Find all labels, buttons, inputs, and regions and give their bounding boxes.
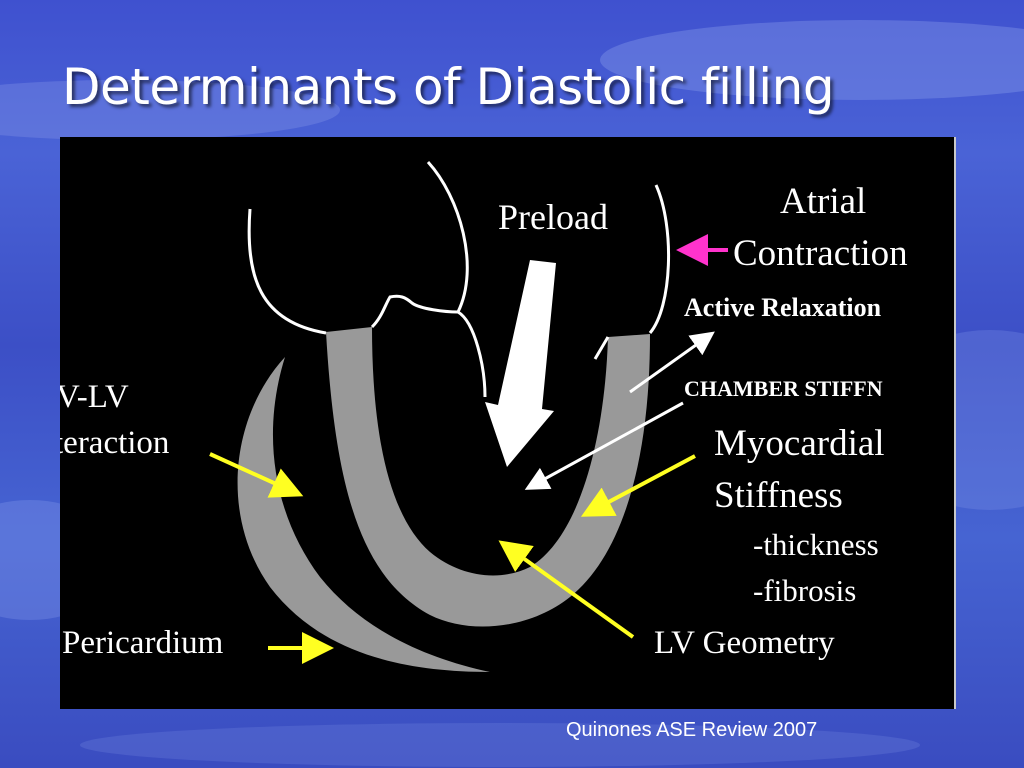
label-rvlv: V-LV — [60, 379, 129, 415]
label-pericardium: Pericardium — [62, 625, 224, 661]
label-atrial: Atrial — [780, 181, 867, 222]
rvlv-interaction-arrow — [209, 452, 304, 498]
active-relaxation-arrow — [629, 331, 715, 394]
atrial-outline-right — [648, 184, 671, 334]
label-stiffness: Stiffness — [714, 475, 843, 516]
diagram-panel: Preload Atrial Contraction Active Relaxa… — [60, 137, 956, 709]
label-active-relaxation: Active Relaxation — [684, 293, 882, 322]
label-interaction: teraction — [60, 425, 170, 461]
label-thickness: -thickness — [753, 527, 879, 562]
atrial-outline-mid — [426, 160, 487, 398]
atrial-outline-top — [370, 294, 459, 329]
preload-arrow — [485, 260, 556, 467]
myocardial-stiffness-arrow — [580, 454, 696, 517]
label-chamber-stiffness: CHAMBER STIFFN — [684, 376, 883, 401]
chamber-stiffness-arrow — [524, 401, 684, 490]
citation: Quinones ASE Review 2007 — [566, 719, 818, 741]
label-myocardial: Myocardial — [714, 423, 885, 464]
label-preload: Preload — [498, 197, 608, 237]
label-fibrosis: -fibrosis — [753, 573, 857, 608]
lv-geometry-arrow — [498, 540, 635, 639]
lv-wall — [326, 327, 650, 627]
label-contraction: Contraction — [733, 233, 908, 274]
atrial-outline-right-lip — [593, 336, 610, 360]
label-lv-geometry: LV Geometry — [654, 625, 835, 661]
heart-diagram — [209, 160, 728, 672]
pericardium-band — [237, 357, 490, 672]
slide-title: Determinants of Diastolic filling — [62, 58, 835, 116]
atrial-outline-left — [247, 208, 327, 335]
